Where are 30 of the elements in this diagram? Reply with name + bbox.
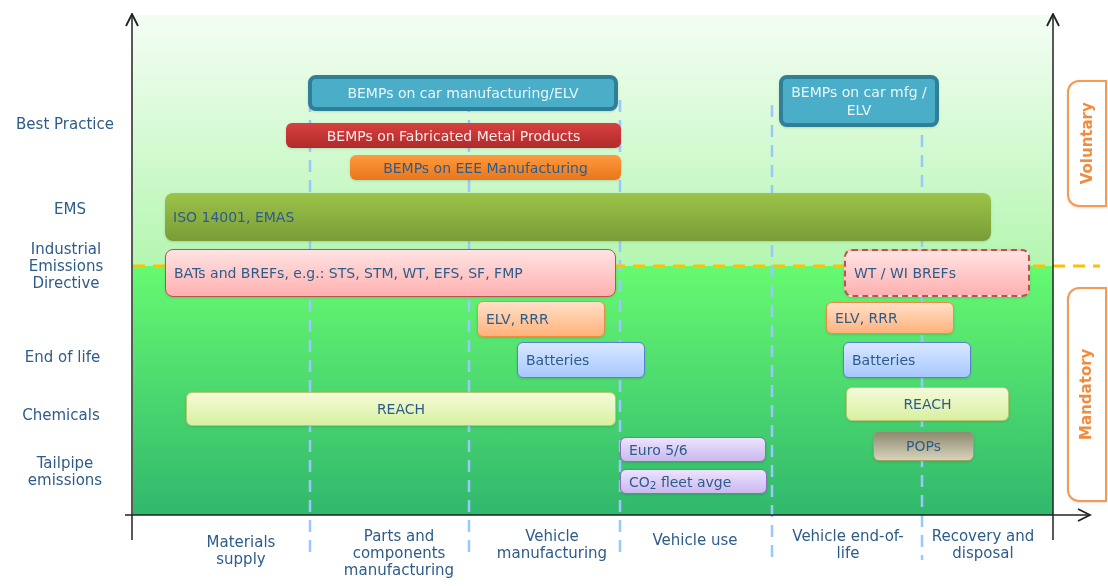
row-label: End of life — [23, 349, 102, 366]
best-practice-bar: BEMPs on Fabricated Metal Products — [286, 123, 621, 148]
column-label: Vehicle manufacturing — [495, 528, 609, 562]
best-practice-bar: BEMPs on car manufacturing/ELV — [308, 75, 618, 111]
column-label: Parts and components manufacturing — [342, 528, 456, 579]
regulation-bar: WT / WI BREFs — [844, 249, 1030, 297]
row-label: EMS — [53, 201, 87, 218]
regulation-bar: ELV, RRR — [477, 301, 605, 337]
regulation-bar: BATs and BREFs, e.g.: STS, STM, WT, EFS, SF, FMP — [165, 249, 616, 297]
best-practice-bar: BEMPs on EEE Manufacturing — [350, 155, 621, 180]
regulation-bar: REACH — [846, 387, 1009, 421]
best-practice-bar: BEMPs on car mfg / ELV — [779, 75, 939, 127]
regulation-bar: Batteries — [843, 342, 971, 378]
column-label: Recovery and disposal — [930, 528, 1036, 562]
ems-bar: ISO 14001, EMAS — [165, 193, 991, 241]
row-label: Best Practice — [15, 116, 115, 133]
regulation-bar: CO$_{2}$ fleet avge — [620, 469, 767, 494]
column-label: Vehicle use — [651, 532, 739, 549]
regulation-bar: POPs — [873, 431, 974, 461]
regulation-bar: Batteries — [517, 342, 645, 378]
row-label: Industrial Emissions Directive — [27, 241, 105, 292]
category-bracket: Voluntary — [1067, 80, 1107, 207]
row-label: Tailpipe emissions — [26, 455, 104, 489]
row-label: Chemicals — [21, 407, 101, 424]
column-label: Materials supply — [205, 534, 277, 568]
category-bracket: Mandatory — [1067, 287, 1107, 502]
regulation-bar: ELV, RRR — [826, 302, 954, 334]
regulation-bar: Euro 5/6 — [620, 437, 766, 462]
column-label: Vehicle end-of-life — [791, 528, 905, 562]
regulation-bar: REACH — [186, 392, 616, 426]
